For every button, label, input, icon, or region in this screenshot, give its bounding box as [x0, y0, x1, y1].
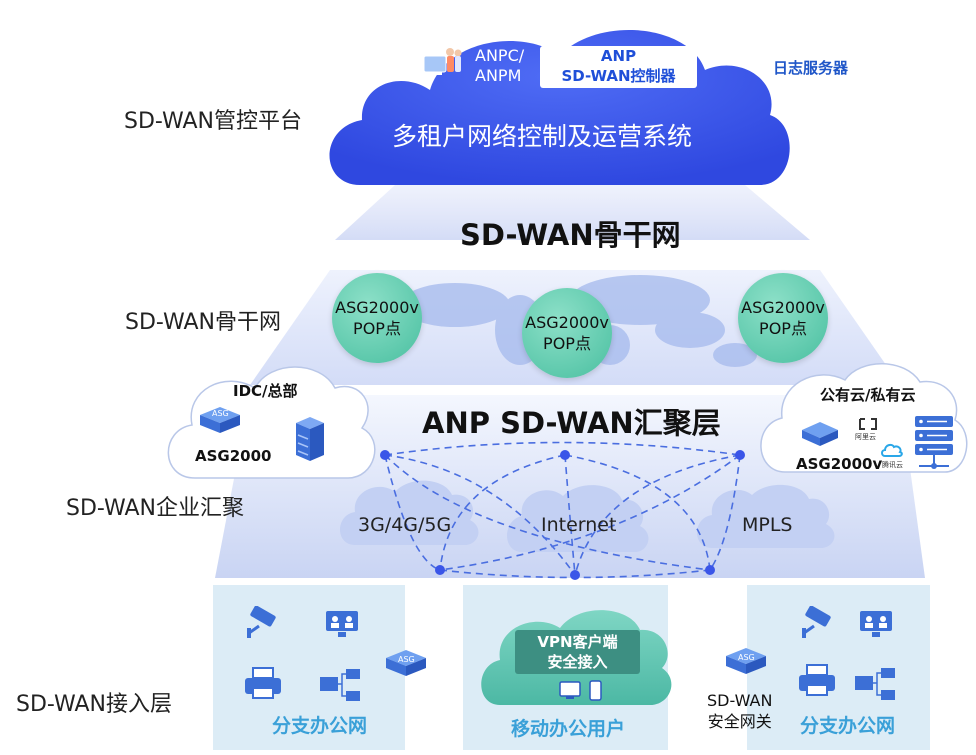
aliyun-icon	[859, 418, 877, 430]
operators-icon	[423, 48, 462, 75]
pop-name: ASG2000v	[525, 313, 609, 332]
network-cloud-cellular	[340, 480, 479, 545]
network-cellular-label: 3G/4G/5G	[358, 514, 452, 536]
tencent-cloud-icon	[881, 443, 903, 457]
system-title: 多租户网络控制及运营系统	[392, 122, 693, 151]
gateway-asg-icon	[726, 648, 766, 674]
vpn-line1: VPN客户端	[537, 633, 618, 651]
aggregation-layer-label: SD-WAN企业汇聚	[66, 496, 245, 521]
asg-badge: ASG	[212, 409, 229, 418]
gateway-line1: SD-WAN	[707, 691, 773, 710]
printer-icon	[245, 667, 281, 699]
vpn-client-label: VPN客户端 安全接入	[515, 632, 640, 672]
camera-icon	[802, 606, 831, 638]
video-conference-icon	[860, 611, 892, 637]
branch-asg-badge: ASG	[398, 655, 415, 664]
link-nodes	[380, 450, 745, 580]
anpc-line1: ANPC/	[475, 46, 525, 65]
asg-device-icon	[200, 407, 240, 433]
pop-node: ASG2000v POP点	[332, 273, 422, 363]
pop-type: POP点	[353, 319, 401, 338]
access-layer-label: SD-WAN接入层	[16, 692, 173, 717]
pop-node: ASG2000v POP点	[738, 273, 828, 363]
devices-icon	[559, 680, 602, 701]
network-cloud-mpls	[697, 484, 835, 548]
vpn-line2: 安全接入	[547, 653, 608, 671]
public-private-cloud	[760, 363, 968, 473]
cloud-device-label: ASG2000v	[796, 455, 883, 473]
gateway-asg-badge: ASG	[738, 653, 755, 662]
file-share-icon	[855, 668, 895, 700]
backbone-heading: SD-WAN骨干网	[460, 218, 681, 252]
cloud-title: 公有云/私有云	[820, 386, 916, 404]
server-icon	[296, 417, 324, 461]
gateway-label: SD-WAN 安全网关	[707, 690, 772, 732]
file-share-icon	[320, 669, 360, 701]
network-internet-label: Internet	[541, 514, 617, 536]
pop-name: ASG2000v	[335, 298, 419, 317]
printer-icon	[799, 664, 835, 696]
anpc-label: ANPC/ ANPM	[475, 46, 524, 86]
backbone-layer-label: SD-WAN骨干网	[125, 310, 282, 335]
right-branch-panel	[747, 585, 930, 750]
log-server-label: 日志服务器	[773, 59, 849, 77]
camera-icon	[247, 606, 276, 638]
mobile-title: 移动办公用户	[511, 718, 626, 740]
platform-layer-label: SD-WAN管控平台	[124, 109, 303, 134]
pop-type: POP点	[759, 319, 807, 338]
idc-title: IDC/总部	[233, 382, 298, 400]
pop-name: ASG2000v	[741, 298, 825, 317]
aggregation-heading: ANP SD-WAN汇聚层	[422, 406, 721, 440]
vpn-box	[515, 630, 640, 674]
aliyun-label: 阿里云	[855, 433, 876, 441]
server-rack-icon	[915, 416, 953, 469]
asg2000v-icon	[802, 422, 838, 446]
branch-asg-icon	[386, 650, 426, 676]
tencent-label: 腾讯云	[882, 461, 903, 469]
platform-beam	[335, 185, 810, 240]
left-branch-title: 分支办公网	[272, 715, 368, 737]
anpc-line2: ANPM	[475, 66, 522, 85]
gateway-line2: 安全网关	[707, 712, 772, 731]
video-conference-icon	[326, 611, 358, 637]
network-mpls-label: MPLS	[742, 514, 793, 536]
pop-type: POP点	[543, 334, 591, 353]
idc-device-label: ASG2000	[195, 447, 272, 465]
pop-node: ASG2000v POP点	[522, 288, 612, 378]
right-branch-title: 分支办公网	[800, 715, 896, 737]
controller-line2: SD-WAN控制器	[561, 67, 676, 85]
left-branch-panel	[213, 585, 405, 750]
controller-box: ANP SD-WAN控制器	[540, 46, 697, 88]
controller-line1: ANP	[600, 47, 637, 65]
